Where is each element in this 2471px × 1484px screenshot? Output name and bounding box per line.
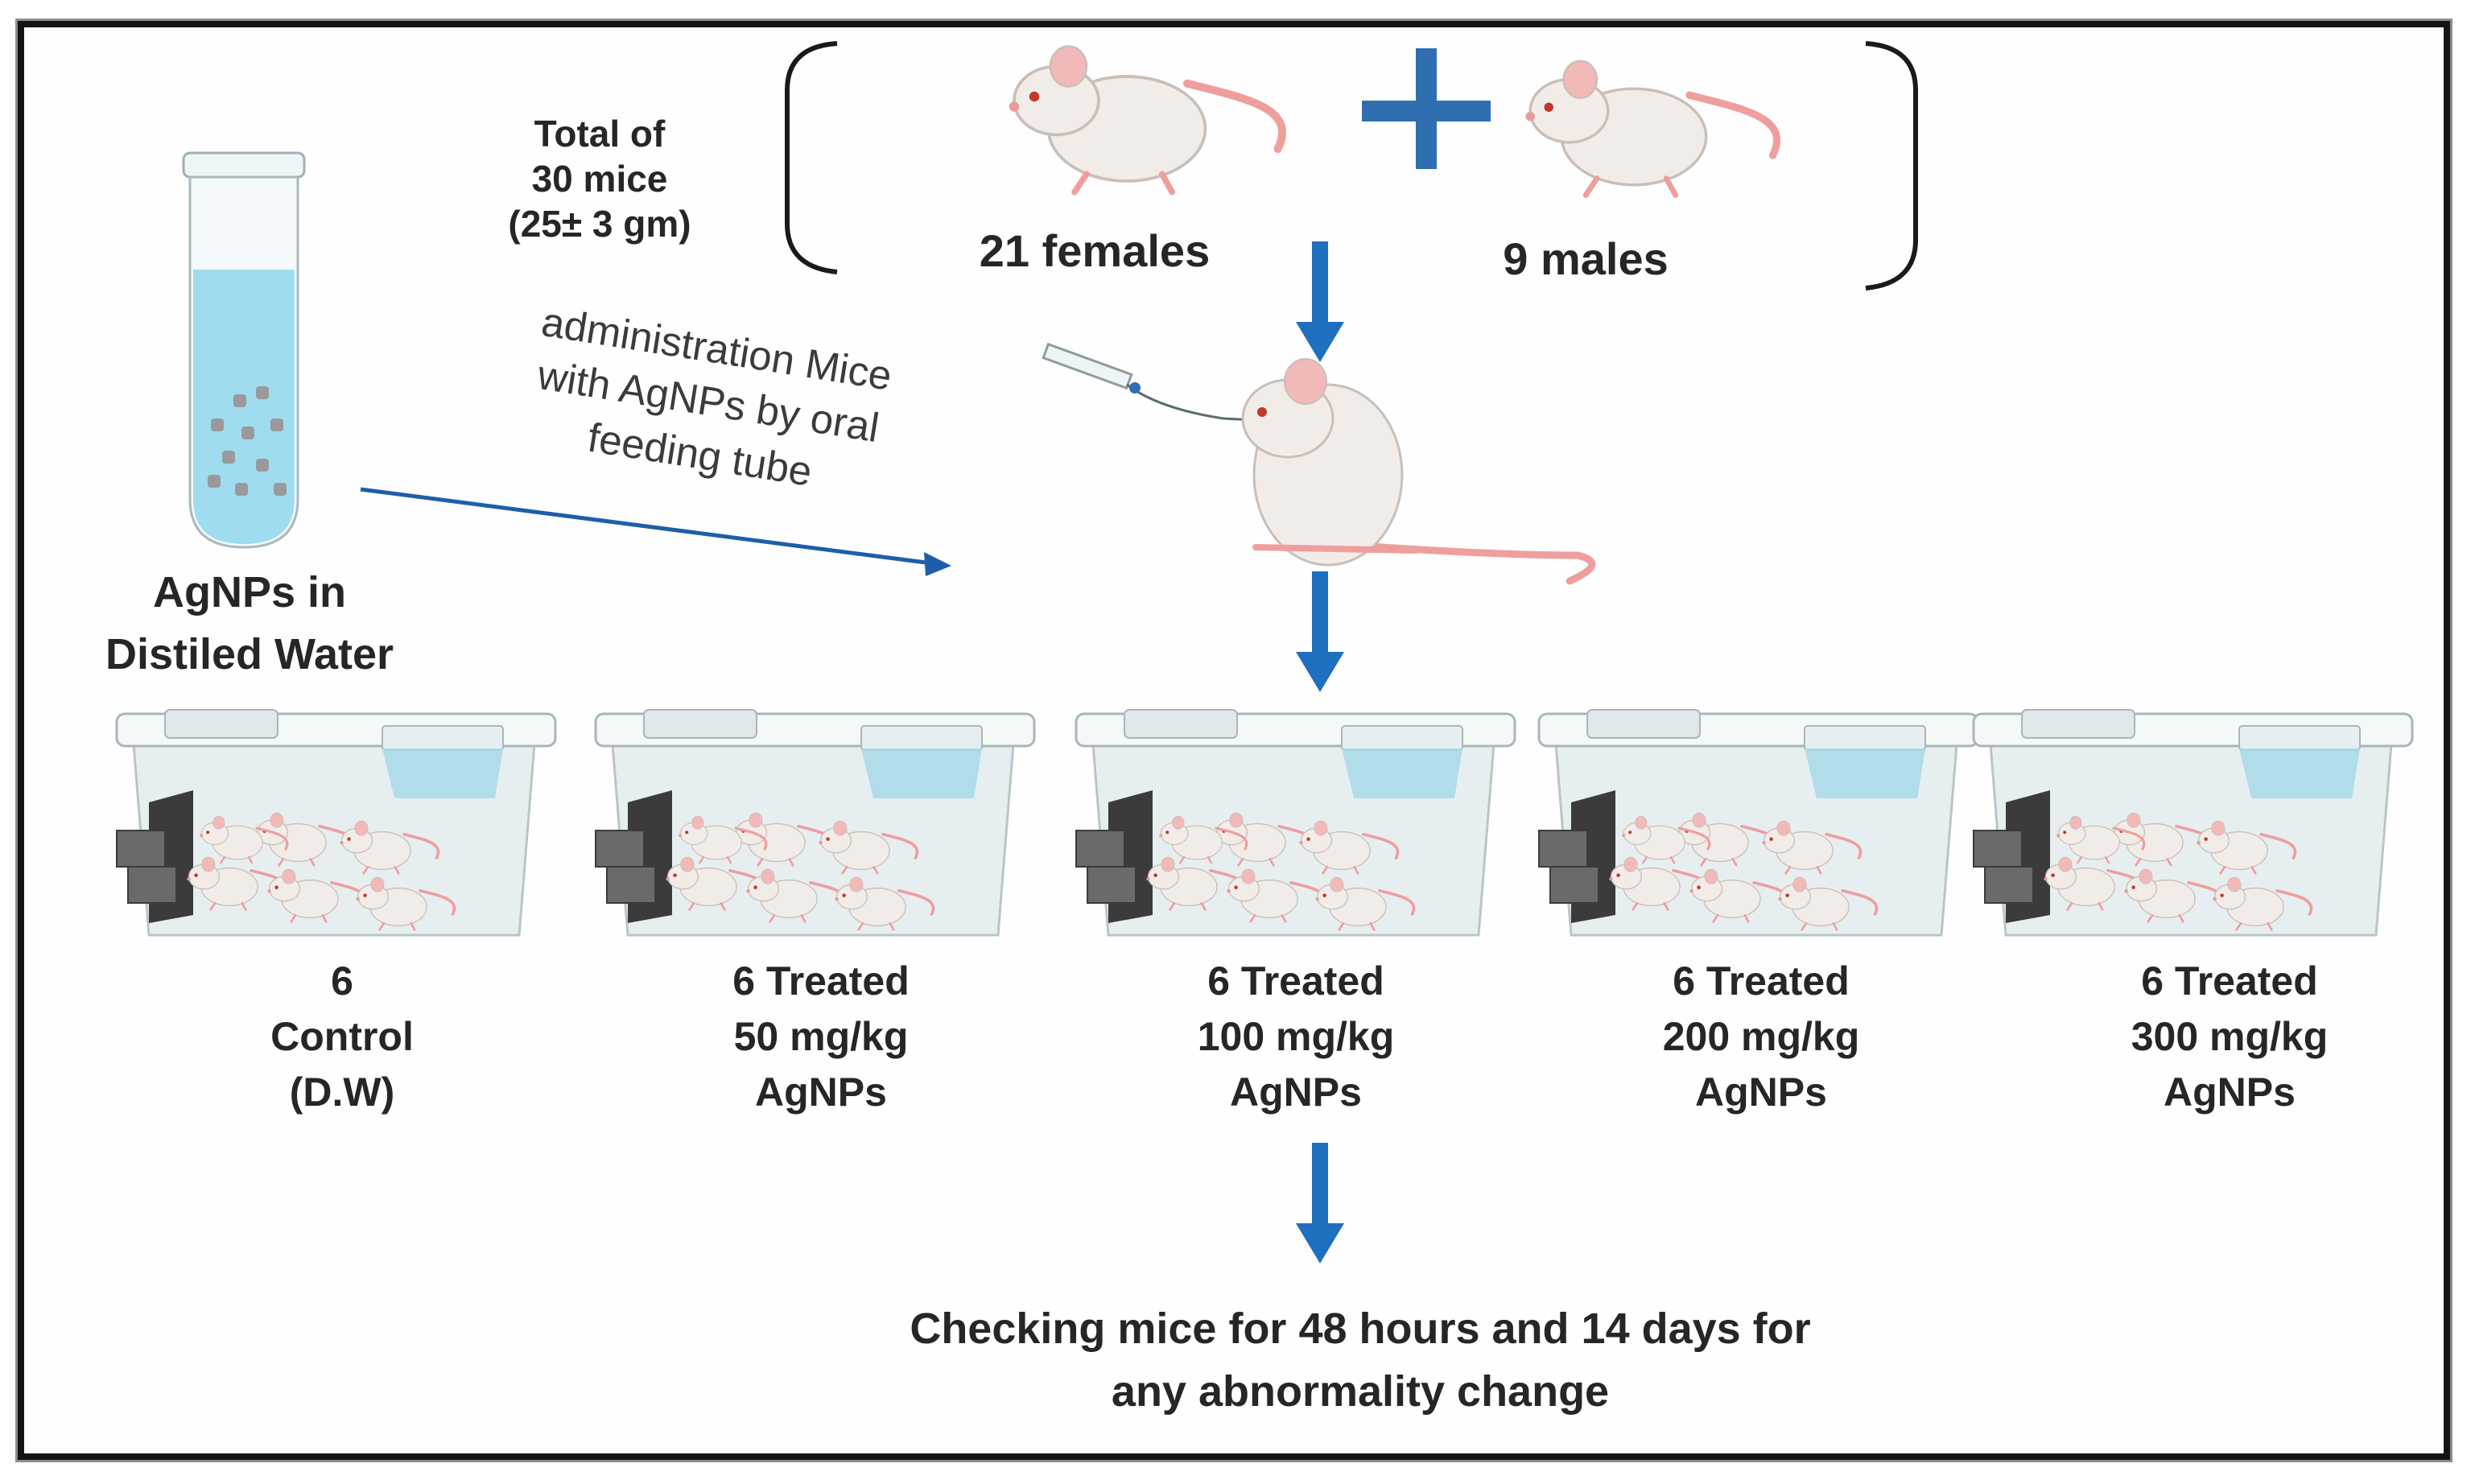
cage-icon xyxy=(1076,710,1515,935)
left-bracket xyxy=(785,41,838,274)
plus-icon xyxy=(1362,48,1491,169)
outcome-label: Checking mice for 48 hours and 14 days f… xyxy=(910,1305,1811,1416)
male-mouse-icon xyxy=(1525,61,1776,196)
females-label: 21 females xyxy=(979,225,1211,276)
right-bracket xyxy=(1865,41,1918,291)
males-label: 9 males xyxy=(1503,233,1669,284)
cage-icon xyxy=(1539,710,1978,935)
agnps-solution-label: AgNPs in Distiled Water xyxy=(105,568,394,678)
arrow-down-icon xyxy=(1296,571,1344,692)
group-control-label: 6 Control (D.W) xyxy=(270,958,414,1115)
cage-icon xyxy=(117,710,555,935)
cage-icon xyxy=(596,710,1034,935)
test-tube-icon xyxy=(182,151,306,549)
group-200-label: 6 Treated 200 mg/kg AgNPs xyxy=(1662,958,1860,1115)
cage-icon xyxy=(1974,710,2412,935)
administration-arrow xyxy=(360,487,951,576)
female-mouse-icon xyxy=(1009,47,1282,192)
arrow-down-icon xyxy=(1296,241,1344,362)
standing-mouse-icon xyxy=(1241,358,1596,585)
syringe-icon xyxy=(1042,342,1256,422)
group-300-label: 6 Treated 300 mg/kg AgNPs xyxy=(2131,958,2329,1115)
arrow-down-icon xyxy=(1296,1143,1344,1263)
group-50-label: 6 Treated 50 mg/kg AgNPs xyxy=(732,958,910,1115)
total-mice-label: Total of 30 mice (25± 3 gm) xyxy=(508,113,691,245)
group-100-label: 6 Treated 100 mg/kg AgNPs xyxy=(1197,958,1395,1115)
